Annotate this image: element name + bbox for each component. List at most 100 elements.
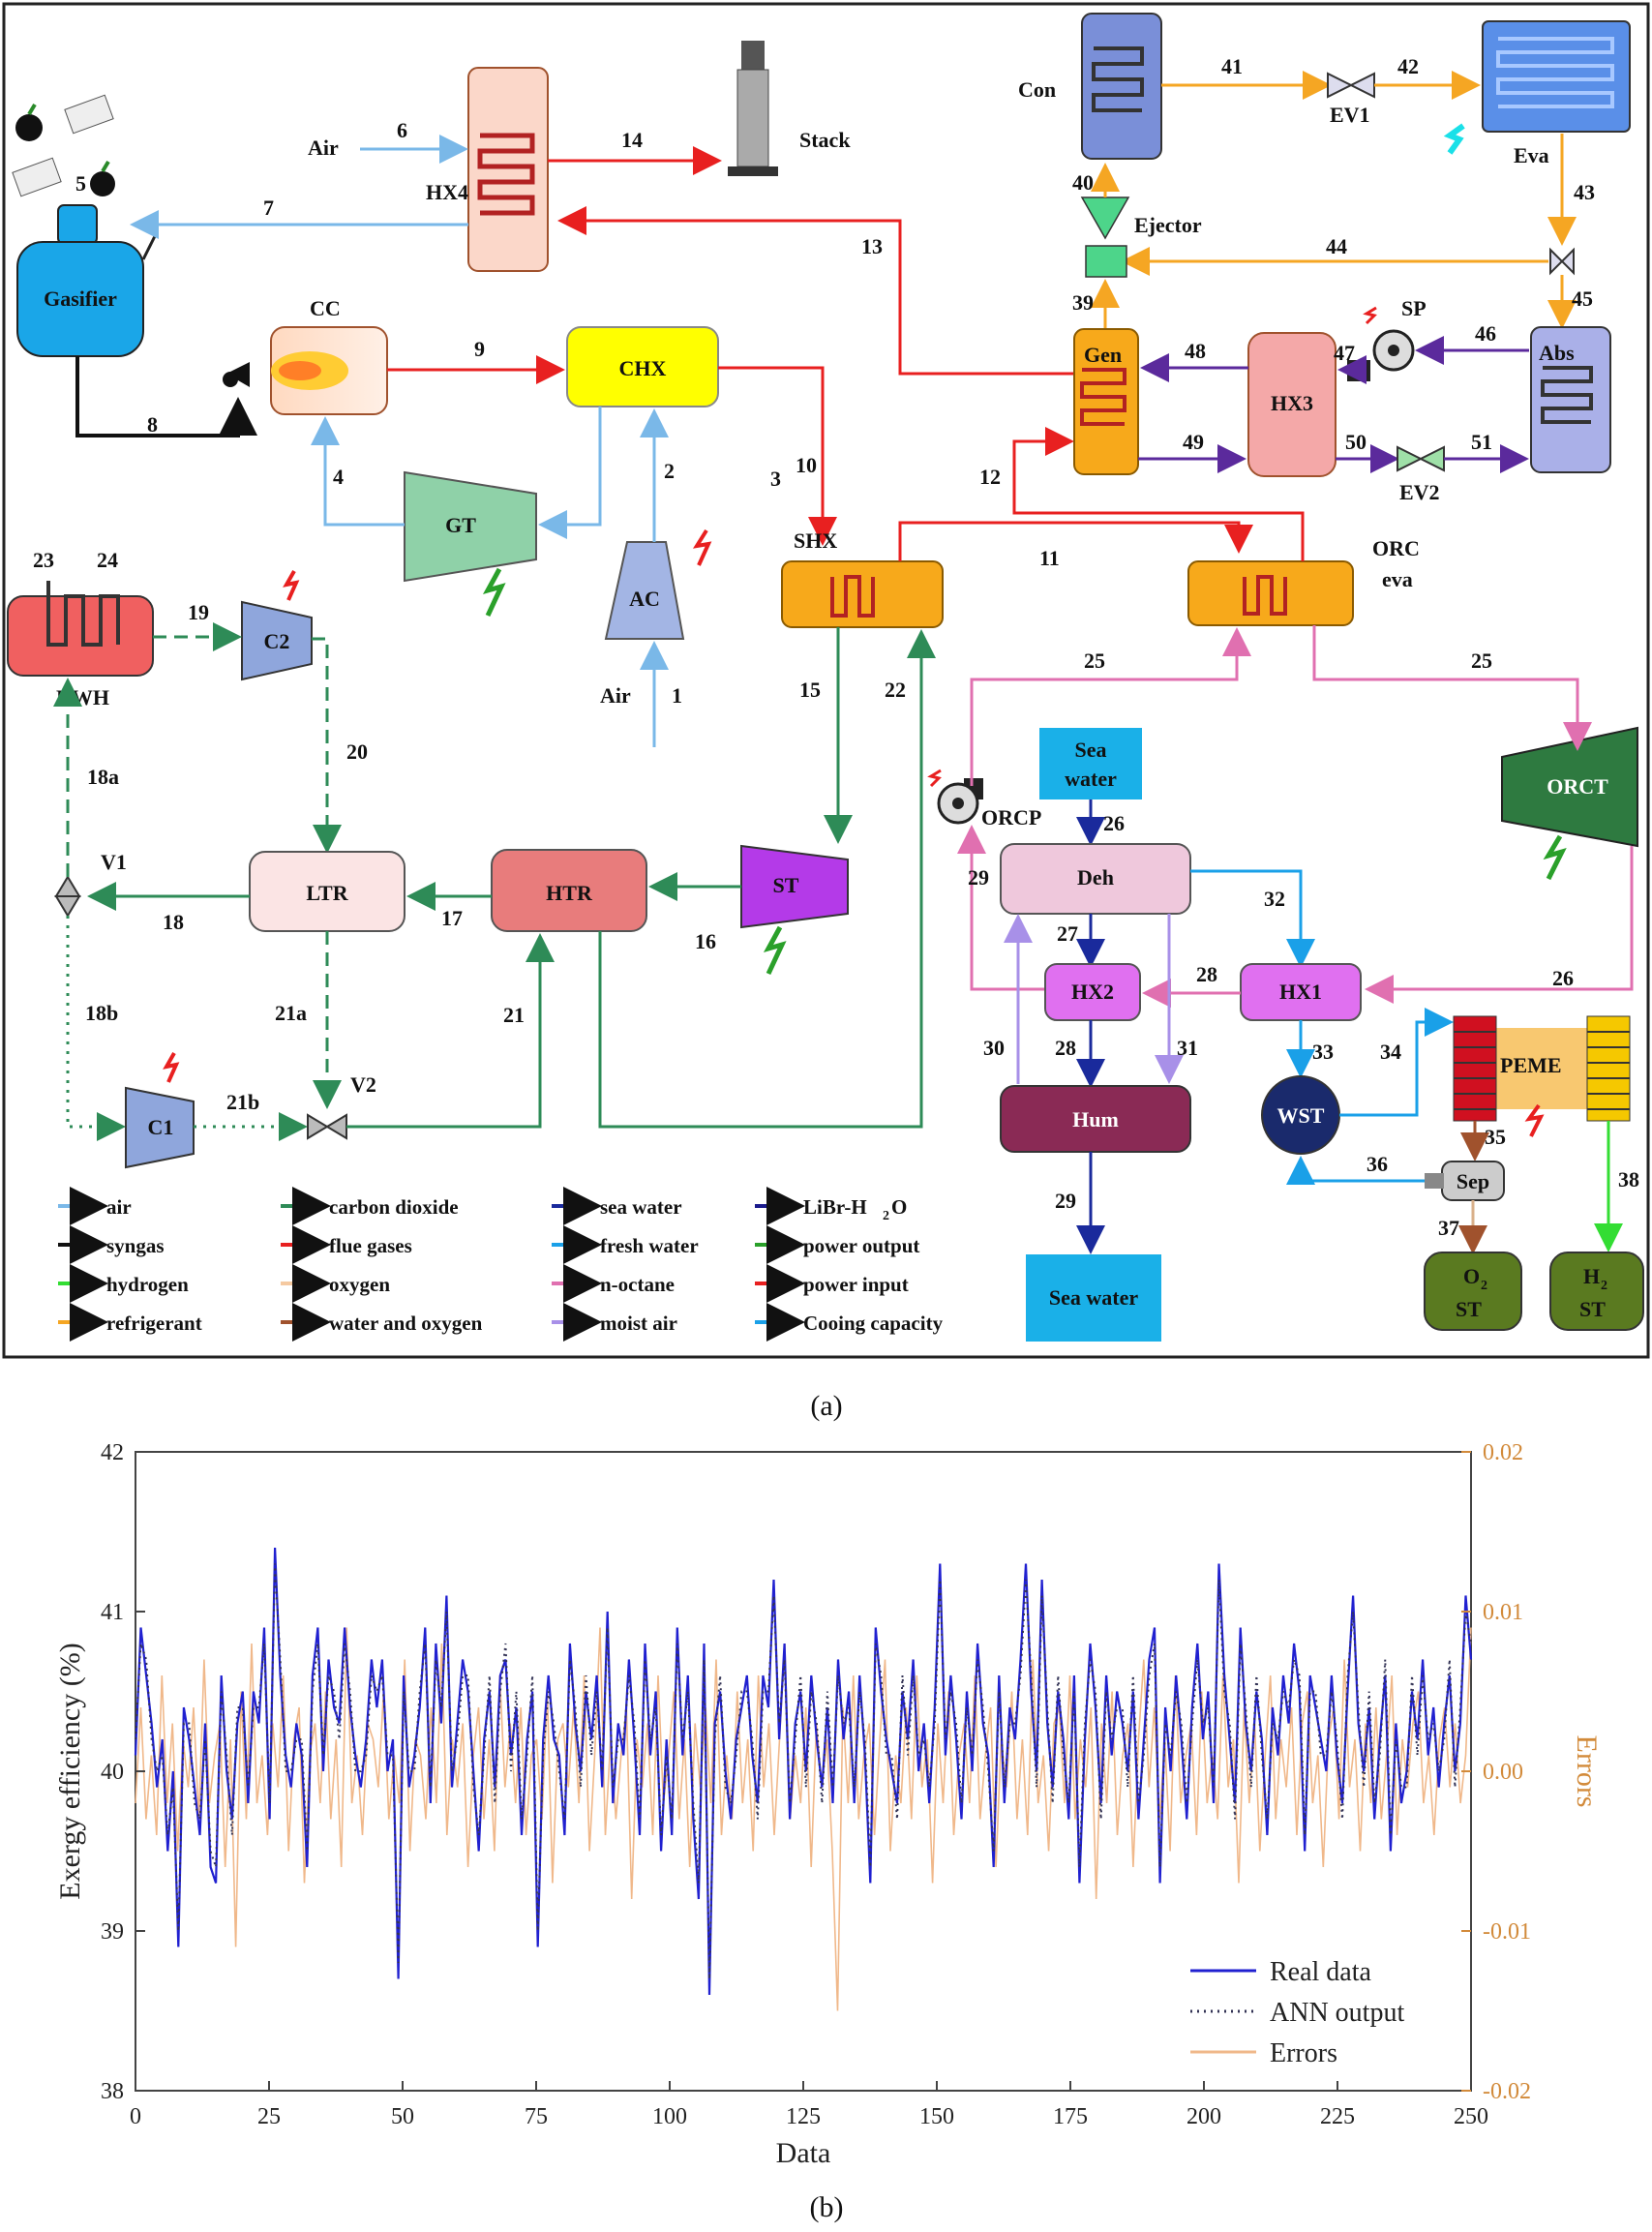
hum-label: Hum: [1072, 1107, 1119, 1131]
y-tick-label: 39: [101, 1919, 124, 1945]
c1: C1: [125, 1052, 195, 1169]
c2-label: C2: [264, 629, 290, 653]
legend-label-14: moist air: [600, 1312, 677, 1335]
legend-label-ann: ANN output: [1270, 1998, 1404, 2028]
sea-water-in-label-1: Sea: [1075, 738, 1107, 762]
cc: CC: [270, 296, 388, 415]
stream-26: 25: [1471, 648, 1492, 673]
y-right-tick-label: 0.02: [1483, 1440, 1523, 1465]
stream-22: 22: [885, 678, 906, 702]
sea-water-out-label: Sea water: [1049, 1285, 1138, 1310]
stream-2: 2: [664, 459, 675, 483]
peme: PEME: [1453, 1015, 1631, 1137]
stream-54: 50: [1345, 430, 1367, 454]
v1-label: V1: [101, 850, 127, 874]
legend-label-1: carbon dioxide: [329, 1195, 459, 1219]
stream-gt-in: [538, 407, 602, 539]
generator: Gen: [1073, 328, 1139, 475]
y-right-tick-label: -0.01: [1483, 1919, 1531, 1945]
stream-52: 48: [1185, 339, 1206, 363]
y-right-tick-label: -0.02: [1483, 2079, 1531, 2104]
legend-label-12: refrigerant: [106, 1312, 202, 1335]
orc-eva-label-1: ORC: [1372, 536, 1420, 560]
stream-10-line: [718, 366, 837, 546]
stream-19: 19: [188, 600, 209, 624]
stream-53: 49: [1183, 430, 1204, 454]
stream-51: 47: [1334, 341, 1355, 365]
stream-37: 33: [1312, 1040, 1334, 1064]
stream-13-line: [557, 206, 1088, 376]
stream-30: 26: [1103, 811, 1125, 835]
x-axis-title: Data: [776, 2137, 831, 2169]
peme-label: PEME: [1500, 1053, 1562, 1077]
legend-label-11: power input: [803, 1273, 909, 1296]
chx: CHX: [566, 326, 719, 407]
sp-label: SP: [1401, 296, 1427, 320]
stream-43: 39: [1072, 290, 1094, 315]
ltr-label: LTR: [306, 881, 348, 905]
stream-5: 5: [75, 171, 86, 196]
cc-label: CC: [310, 296, 341, 320]
stream-41: 37: [1438, 1216, 1459, 1240]
ac-label: AC: [629, 587, 660, 611]
stream-34: 30: [983, 1036, 1005, 1060]
ev1-valve: EV1: [1327, 72, 1375, 127]
stream-36: 32: [1264, 887, 1285, 911]
sep-label: Sep: [1457, 1169, 1489, 1193]
legend-tail: O: [891, 1195, 907, 1219]
stream-18b-line: [66, 916, 126, 1141]
ejector: Ejector: [1080, 196, 1202, 278]
dehumidifier: Deh: [1000, 843, 1191, 915]
dwh-label: DWH: [56, 685, 109, 709]
eva-label: Eva: [1514, 143, 1549, 167]
series-layer: [134, 1547, 1473, 2011]
power-output-icon: [482, 567, 506, 618]
x-tick-label: 25: [257, 2104, 281, 2129]
y-right-axis-title: Errors: [1571, 1735, 1603, 1808]
legend-label-7: power output: [803, 1234, 919, 1257]
gasifier-label: Gasifier: [44, 287, 117, 311]
stream-11: 11: [1039, 546, 1060, 570]
legend-label-3: LiBr-H: [803, 1195, 867, 1219]
series-line-ann-output: [135, 1563, 1472, 1979]
power-input-icon: [283, 570, 300, 601]
x-tick-label: 150: [919, 2104, 954, 2129]
gen-label: Gen: [1084, 343, 1122, 367]
o2-st-label-2: ST: [1456, 1297, 1482, 1321]
legend-label-errors: Errors: [1270, 2038, 1337, 2068]
c2: C2: [241, 570, 313, 681]
stream-22-line: [598, 629, 936, 1129]
stream-28: 28: [1196, 962, 1217, 986]
orcp-label: ORCP: [981, 805, 1041, 829]
x-tick-label: 250: [1454, 2104, 1488, 2129]
legend-label-2: sea water: [600, 1195, 682, 1219]
hx3-label: HX3: [1271, 391, 1313, 415]
biomass-icon: [12, 94, 115, 197]
stream-21a: 21a: [275, 1001, 307, 1025]
x-tick-label: 175: [1053, 2104, 1088, 2129]
stream-11-line: [898, 521, 1253, 561]
stream-47: 43: [1574, 180, 1595, 204]
stream-6: 6: [397, 118, 407, 142]
legend-label-15: Cooing capacity: [803, 1312, 944, 1335]
h2-st-label-1: H: [1583, 1264, 1600, 1288]
abs-label: Abs: [1539, 341, 1575, 365]
hx2-label: HX2: [1071, 980, 1114, 1004]
legend-label-8: hydrogen: [106, 1273, 189, 1296]
stream-8: 8: [147, 412, 158, 437]
con-label: Con: [1018, 77, 1056, 102]
htr: HTR: [491, 849, 647, 932]
v2-label: V2: [350, 1072, 376, 1097]
st: ST: [740, 844, 849, 976]
st-label: ST: [773, 873, 799, 897]
stream-35: 31: [1177, 1036, 1198, 1060]
deh-label: Deh: [1077, 865, 1114, 890]
legend-label-real: Real data: [1270, 1957, 1372, 1987]
stack: Stack: [728, 41, 851, 176]
legend-label-5: flue gases: [329, 1234, 412, 1257]
ejector-label: Ejector: [1134, 213, 1202, 237]
x-tick-label: 50: [391, 2104, 414, 2129]
ev1-label: EV1: [1330, 103, 1370, 127]
power-input-icon: [1524, 1103, 1545, 1137]
